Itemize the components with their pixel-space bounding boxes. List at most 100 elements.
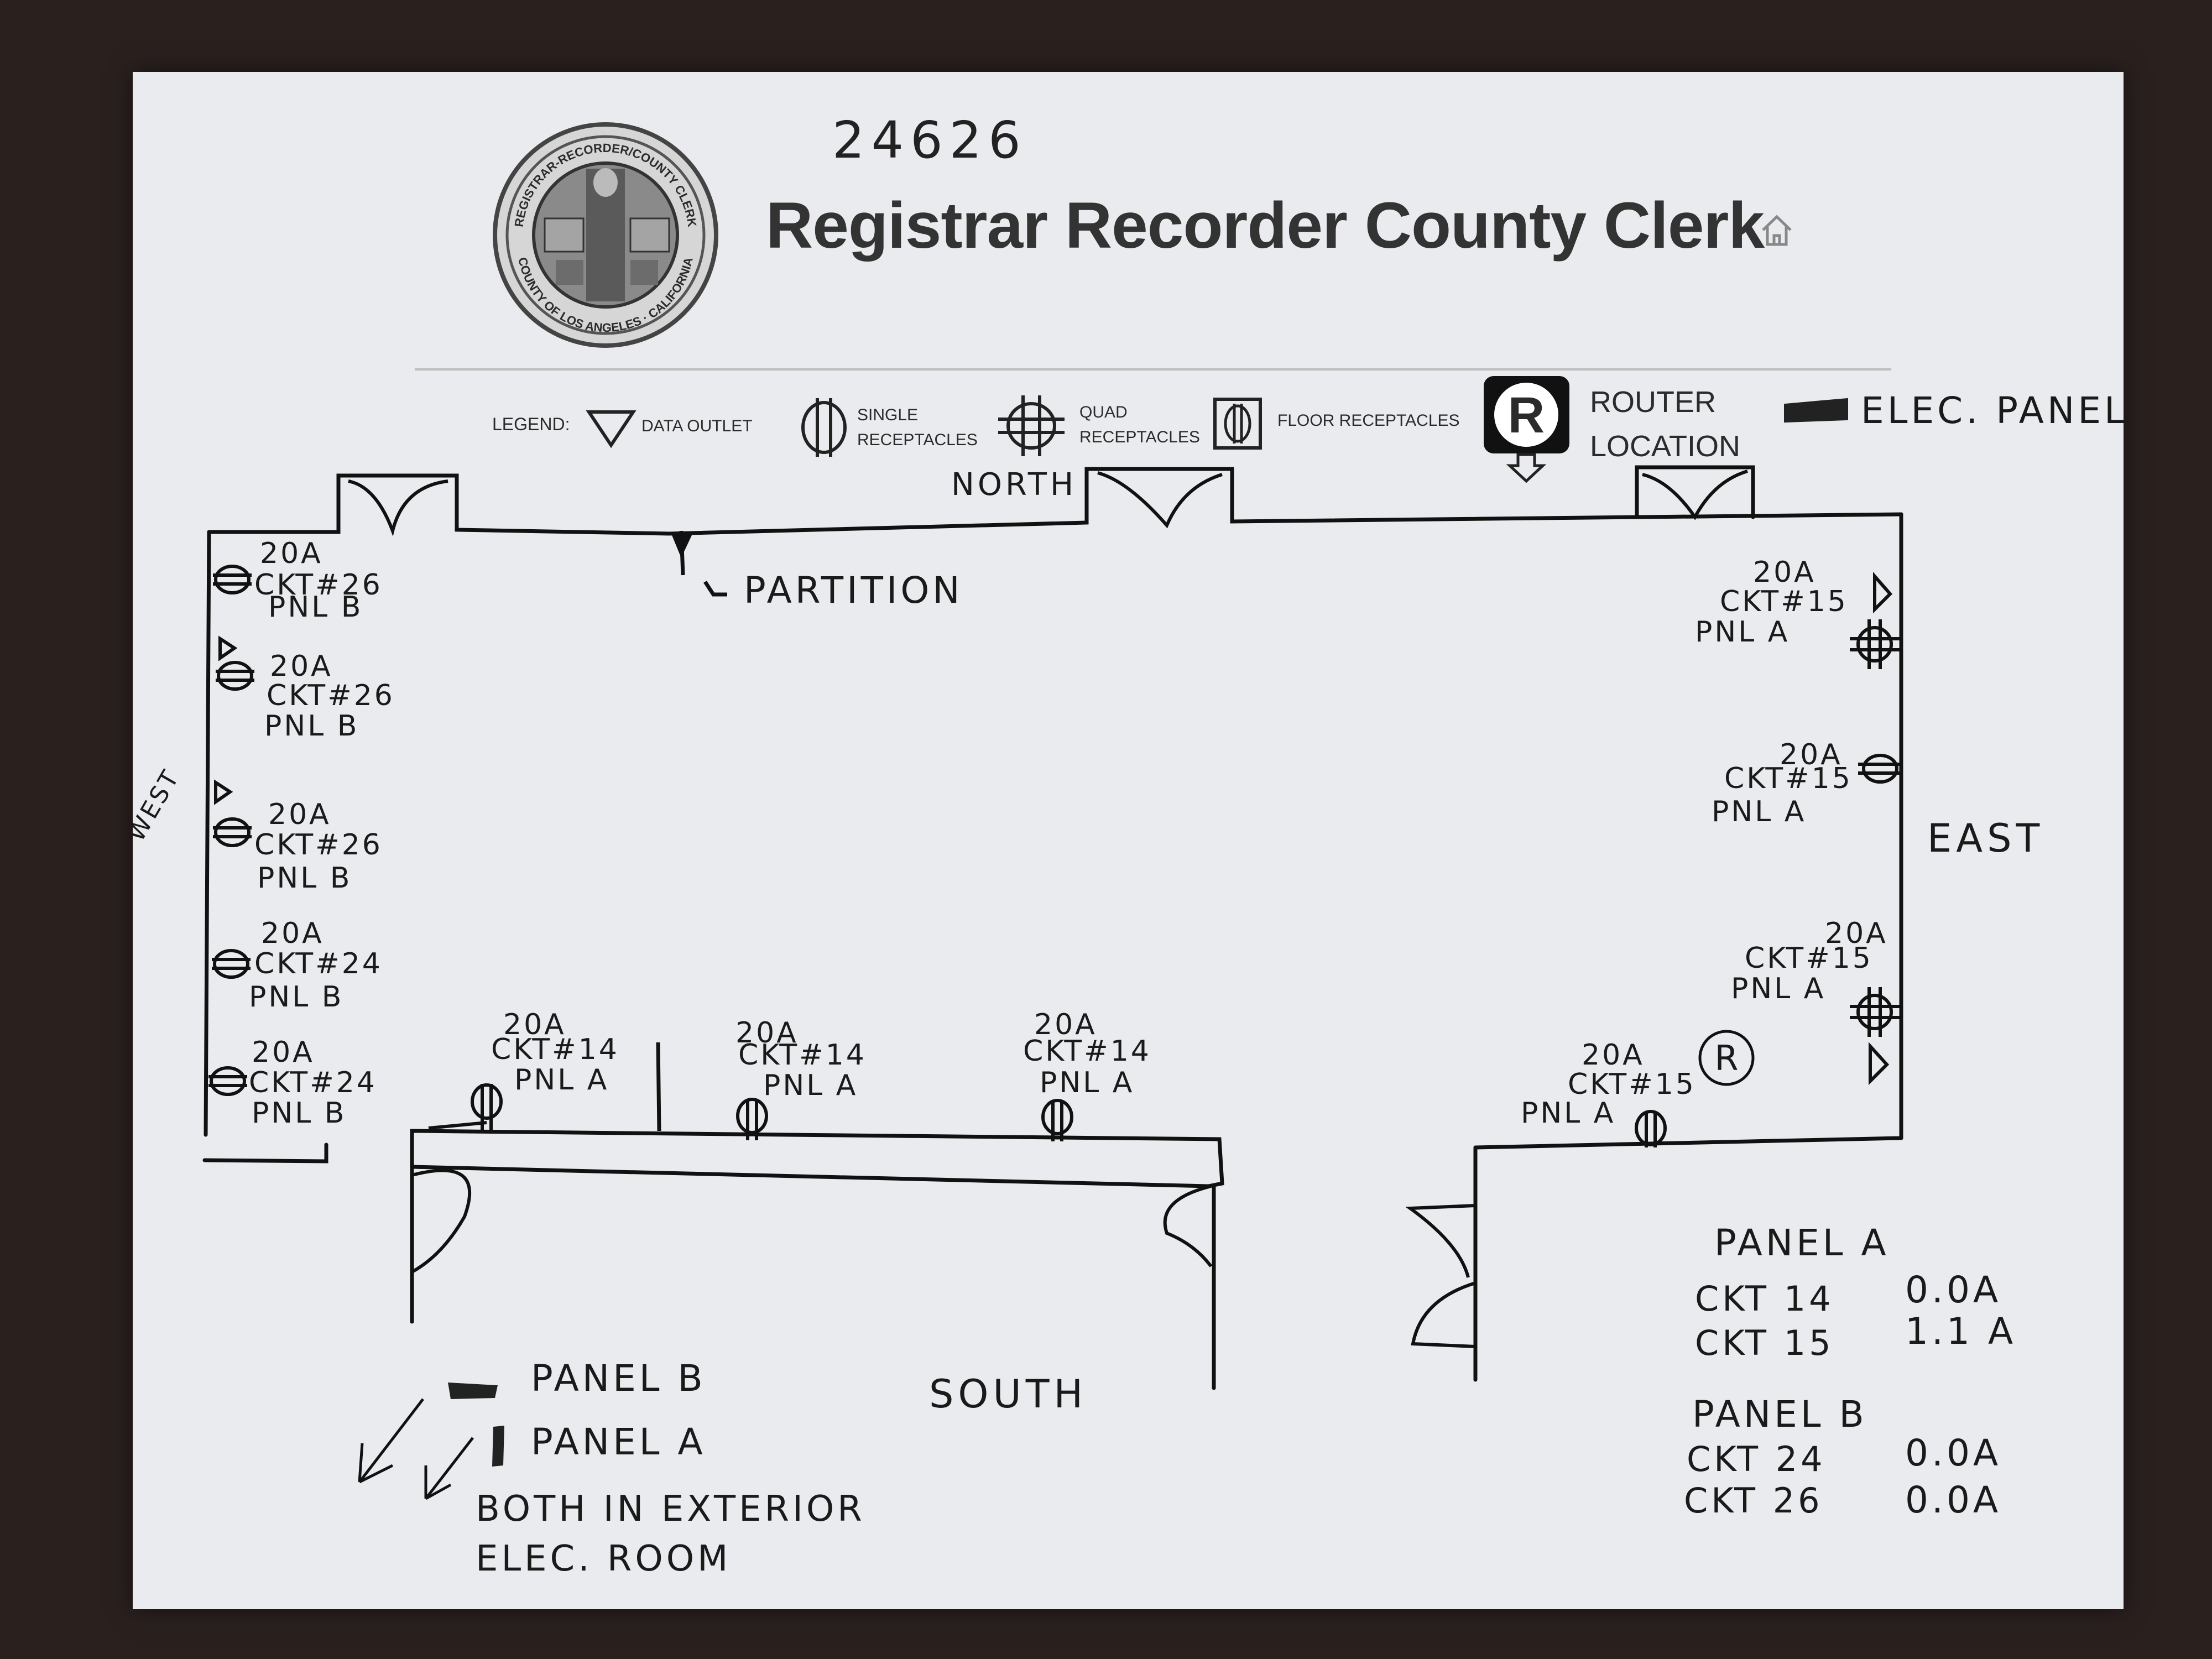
plan-text: 20A [268, 798, 331, 831]
plan-text: PNL B [264, 709, 359, 743]
single-receptacle-icon [208, 1066, 247, 1096]
reading-a-ckt15-label: CKT 15 [1695, 1323, 1834, 1363]
reading-a-ckt14-label: CKT 14 [1695, 1279, 1834, 1319]
arrow-icon [424, 1437, 474, 1500]
legend-router-line2: LOCATION [1590, 430, 1740, 463]
readings-panel-b-title: PANEL B [1692, 1393, 1867, 1436]
panel-location-note: PANEL B PANEL A BOTH IN EXTERIOR ELEC. R… [358, 1357, 862, 1579]
plan-text: 20A [503, 1008, 566, 1041]
paper-sheet [133, 72, 2124, 1609]
data-outlet-icon [1869, 1042, 1890, 1086]
plan-text: 20A [252, 1036, 315, 1069]
elec-panel-icon [448, 1383, 498, 1399]
west-receptacles [208, 565, 254, 1096]
partition-label: PARTITION [744, 569, 963, 612]
elec-panel-icon [492, 1426, 504, 1467]
county-seal-logo: REGISTRAR-RECORDER/COUNTY CLERK COUNTY O… [493, 122, 718, 348]
quad-receptacle-icon [1850, 987, 1900, 1037]
legend-floor: FLOOR RECEPTACLES [1277, 411, 1460, 430]
plan-text: 20A [261, 917, 324, 950]
single-receptacle-icon [736, 1098, 768, 1140]
panel-note-line2: ELEC. ROOM [476, 1538, 731, 1579]
plan-text: 20A [1825, 917, 1888, 950]
panel-b-label: PANEL B [531, 1357, 706, 1400]
door-swings [348, 469, 1748, 1348]
plan-text: 20A [1582, 1039, 1645, 1072]
legend-data-outlet: DATA OUTLET [641, 417, 753, 435]
reading-b-ckt26-label: CKT 26 [1684, 1480, 1823, 1521]
plan-text: PNL B [268, 591, 363, 624]
quad-receptacle-icon [1850, 619, 1900, 669]
plan-text: CKT#15 [1724, 762, 1853, 795]
single-receptacle-icon [216, 661, 254, 691]
south-label: SOUTH [929, 1371, 1087, 1417]
data-outlet-icon [1873, 572, 1893, 614]
plan-text: PNL A [1521, 1097, 1615, 1130]
floor-receptacle-icon [1213, 398, 1262, 450]
data-outlet-icon [586, 410, 637, 448]
plan-text: PNL A [1040, 1066, 1134, 1099]
reading-b-ckt24-value: 0.0A [1905, 1432, 2001, 1474]
panel-a-label: PANEL A [531, 1421, 706, 1463]
single-receptacle-icon [1858, 754, 1901, 784]
single-receptacle-icon [1635, 1110, 1667, 1147]
plan-text: CKT#15 [1568, 1068, 1696, 1101]
router-marker-letter: R [1714, 1038, 1738, 1078]
router-marker: R [1698, 1030, 1755, 1086]
plan-text: CKT#14 [738, 1039, 867, 1072]
plan-text: PNL A [1712, 795, 1806, 828]
legend-quad-line2: RECEPTACLES [1079, 428, 1200, 446]
cord-line [428, 1121, 487, 1130]
router-legend-letter: R [1508, 387, 1545, 444]
arrow-icon [358, 1398, 424, 1484]
plan-text: CKT#26 [267, 679, 395, 712]
reading-a-ckt15-value: 1.1 A [1905, 1310, 2016, 1353]
east-label: EAST [1927, 816, 2044, 861]
legend-elec-panel: ELEC. PANEL [1861, 389, 2128, 432]
plan-text: CKT#14 [491, 1033, 619, 1066]
plan-text: CKT#24 [249, 1066, 377, 1099]
plan-text: CKT#15 [1745, 942, 1873, 975]
room-walls [202, 465, 1903, 1390]
single-receptacle-icon [1041, 1099, 1073, 1141]
plan-text: PNL A [1695, 615, 1790, 649]
legend-router-line1: ROUTER [1590, 385, 1716, 419]
home-icon[interactable] [1757, 211, 1796, 250]
document-number: 24626 [832, 111, 1027, 170]
south-receptacles [428, 1083, 1667, 1147]
elec-panel-icon [1784, 398, 1848, 423]
reading-b-ckt26-value: 0.0A [1905, 1479, 2001, 1521]
reading-b-ckt24-label: CKT 24 [1687, 1439, 1826, 1479]
west-label: WEST [122, 764, 185, 847]
single-receptacle-icon [801, 398, 847, 457]
data-outlet-icon [214, 779, 233, 805]
plan-text: CKT#26 [254, 828, 383, 862]
plan-text: CKT#15 [1720, 585, 1848, 618]
plan-text: 20A [260, 537, 323, 570]
data-outlet-icon [218, 635, 238, 661]
plan-text: CKT#26 [254, 568, 383, 602]
router-location-icon: R [1484, 376, 1569, 483]
plan-text: 20A [1034, 1008, 1097, 1041]
plan-text: 20A [1753, 556, 1816, 589]
panel-readings: PANEL A CKT 14 0.0A CKT 15 1.1 A PANEL B… [1684, 1222, 2016, 1521]
plan-text: 20A [1780, 738, 1843, 771]
reading-a-ckt14-value: 0.0A [1905, 1269, 2001, 1311]
plan-text: PNL A [763, 1069, 858, 1102]
single-receptacle-icon [213, 565, 252, 594]
legend: LEGEND: DATA OUTLET SINGLE RECEPTACLES Q… [492, 376, 2128, 483]
plan-text: CKT#24 [254, 947, 383, 980]
